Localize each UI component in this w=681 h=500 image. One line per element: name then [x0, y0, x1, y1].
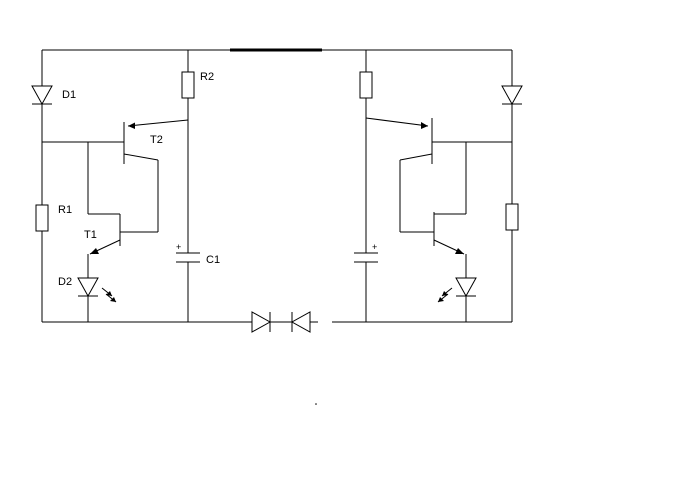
resistor-r2 — [181, 50, 195, 120]
diode-d1 — [31, 50, 53, 142]
transistor-right-lower — [400, 212, 465, 255]
diode-pair-bottom — [250, 311, 318, 333]
label-r1: R1 — [58, 204, 72, 216]
label-plus-right: + — [372, 242, 377, 252]
label-c1: C1 — [206, 254, 220, 266]
transistor-t1 — [89, 214, 158, 255]
led-d2 — [77, 254, 117, 322]
label-t1: T1 — [84, 229, 97, 241]
transistor-t2 — [88, 119, 189, 232]
resistor-right-lower — [505, 142, 519, 322]
capacitor-c1 — [176, 120, 200, 322]
capacitor-right — [354, 118, 378, 322]
transistor-right-upper — [365, 117, 466, 232]
label-t2: T2 — [150, 134, 163, 146]
led-right — [437, 254, 477, 322]
diode-right — [501, 50, 523, 142]
resistor-r1 — [35, 142, 49, 322]
label-d1: D1 — [62, 89, 76, 101]
label-plus-left: + — [176, 242, 181, 252]
resistor-right-upper — [359, 50, 373, 118]
label-d2: D2 — [58, 276, 72, 288]
stray-dot — [315, 403, 317, 405]
label-r2: R2 — [200, 71, 214, 83]
